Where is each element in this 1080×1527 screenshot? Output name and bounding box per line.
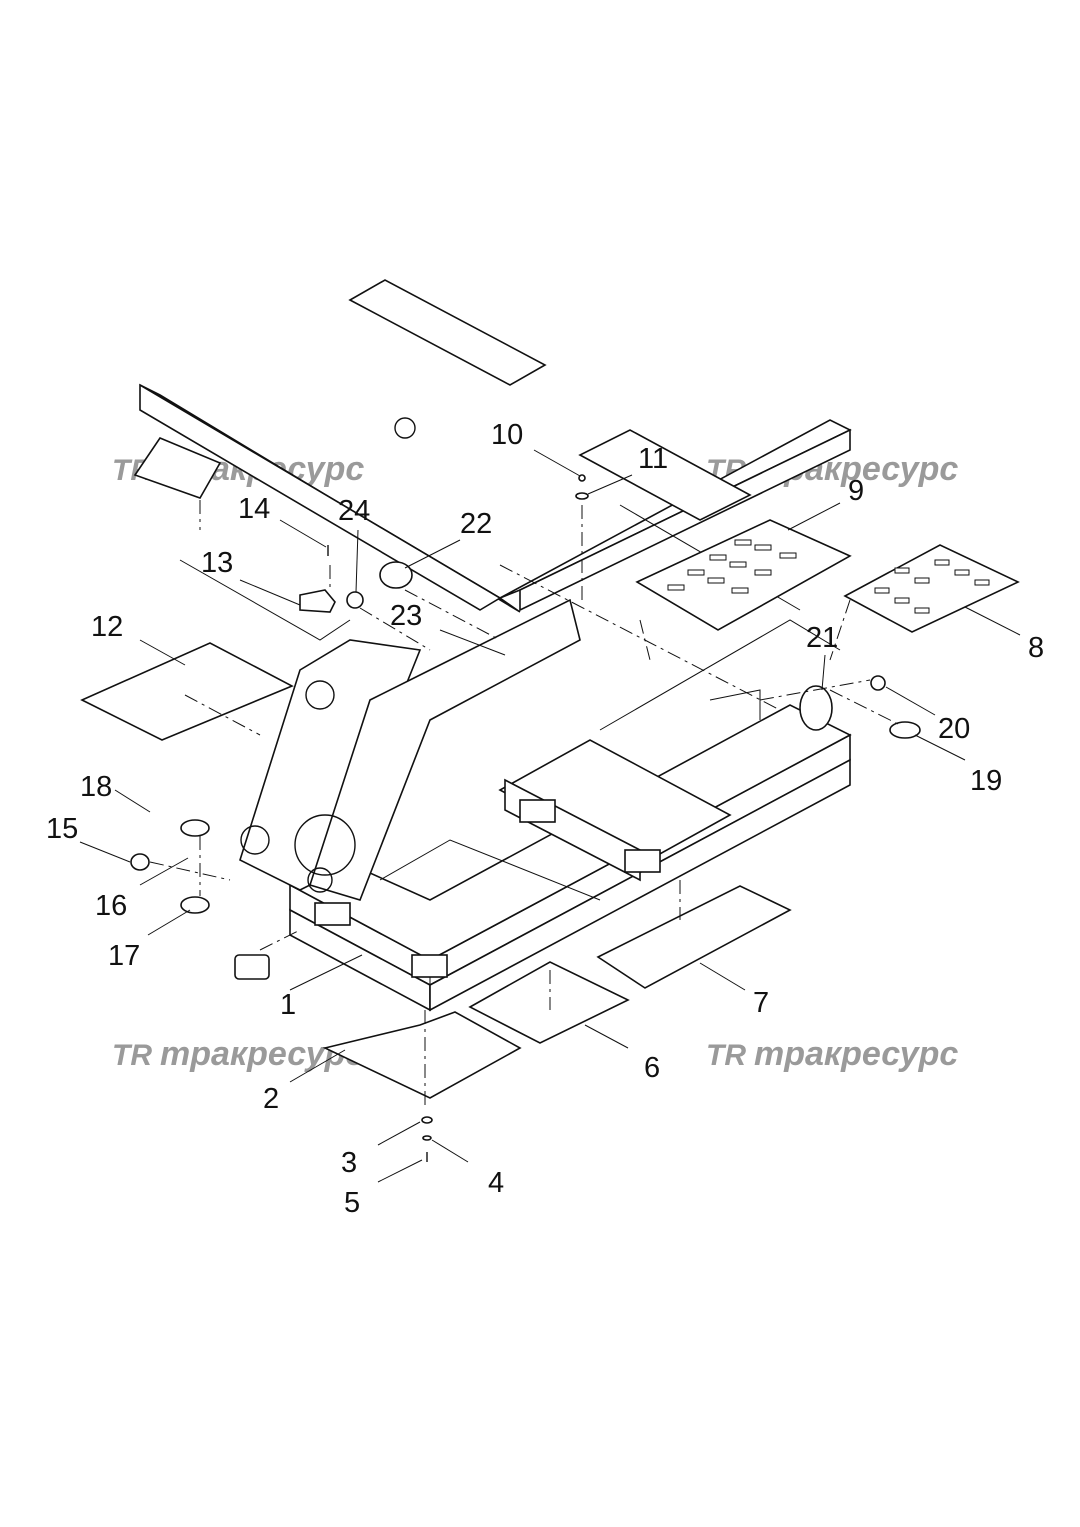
callout-2: 2 [263,1083,279,1115]
grommet-24 [346,591,364,609]
grommet-22 [379,561,413,589]
plate-16 [180,819,210,837]
callout-6: 6 [644,1052,660,1084]
callout-3: 3 [341,1147,357,1179]
watermark-bottom-right: TR тракресурс [706,1035,958,1073]
callout-12: 12 [91,611,123,643]
main-frame [139,279,852,1012]
leader-lines [79,449,1021,1183]
perforated-plate-8 [843,544,1020,633]
callout-10: 10 [491,419,523,451]
bracket-13 [299,589,336,613]
watermark-text: тракресурс [754,1035,958,1073]
callout-23: 23 [390,600,422,632]
watermark-logo: TR [706,1039,746,1072]
callout-18: 18 [80,771,112,803]
watermark-bottom-left: TR тракресурс [112,1035,364,1073]
grommet-21 [799,685,833,731]
grommet-19 [889,721,921,739]
callout-20: 20 [938,713,970,745]
callout-21: 21 [806,622,838,654]
cover-plate-2 [322,1011,522,1099]
callout-5: 5 [344,1187,360,1219]
callout-4: 4 [488,1167,504,1199]
step-18 [133,437,222,499]
callout-17: 17 [108,940,140,972]
callout-15: 15 [46,813,78,845]
plate-17 [180,896,210,914]
callout-9: 9 [848,475,864,507]
grommet-left [234,954,270,980]
callout-14: 14 [238,493,270,525]
alignment-lines [149,500,901,1110]
washer-11 [575,492,589,500]
callout-19: 19 [970,765,1002,797]
plate-8-slots [874,559,990,614]
watermark-text: тракресурс [160,1035,364,1073]
grommet-20 [870,675,886,691]
nut-3 [421,1116,433,1124]
watermark-logo: TR [112,1039,152,1072]
callout-13: 13 [201,547,233,579]
bolt-10 [578,474,586,482]
callout-24: 24 [338,495,370,527]
perforated-plate-9 [635,519,852,631]
plate-9-slots [667,539,797,594]
callout-1: 1 [280,989,296,1021]
callout-16: 16 [95,890,127,922]
cover-plate-7 [596,885,792,989]
grommet-15 [130,853,150,871]
callout-8: 8 [1028,632,1044,664]
callout-22: 22 [460,508,492,540]
callout-11: 11 [638,443,668,475]
callout-7: 7 [753,987,769,1019]
cover-plate-6 [468,961,630,1044]
cover-plate-12 [80,642,294,741]
washer-4 [422,1135,432,1141]
cover-plates [80,437,1020,1162]
callout-numbers: 1 2 3 4 5 6 7 8 9 10 11 12 13 14 15 16 1… [46,419,1044,1219]
